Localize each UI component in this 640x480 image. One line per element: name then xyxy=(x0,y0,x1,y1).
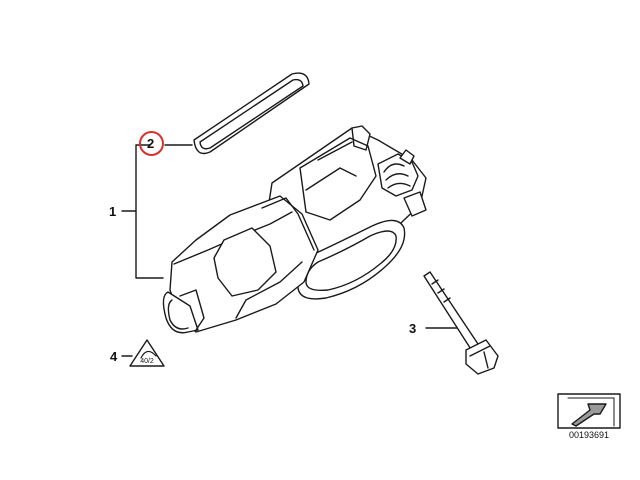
cutaway-symbol-icon xyxy=(557,393,621,429)
torque-symbol-text: 40/2 xyxy=(140,358,154,365)
highlight-circle xyxy=(139,131,164,156)
callout-4[interactable]: 4 xyxy=(110,349,118,364)
callout-3[interactable]: 3 xyxy=(409,321,417,336)
callout-2[interactable]: 2 xyxy=(147,136,155,151)
throttle-housing xyxy=(162,125,427,334)
callout-1[interactable]: 1 xyxy=(109,204,117,219)
torque-symbol-icon xyxy=(129,339,165,367)
diagram-code: 00193691 xyxy=(568,430,610,440)
seal-ring xyxy=(193,72,310,155)
bolt xyxy=(423,271,499,375)
